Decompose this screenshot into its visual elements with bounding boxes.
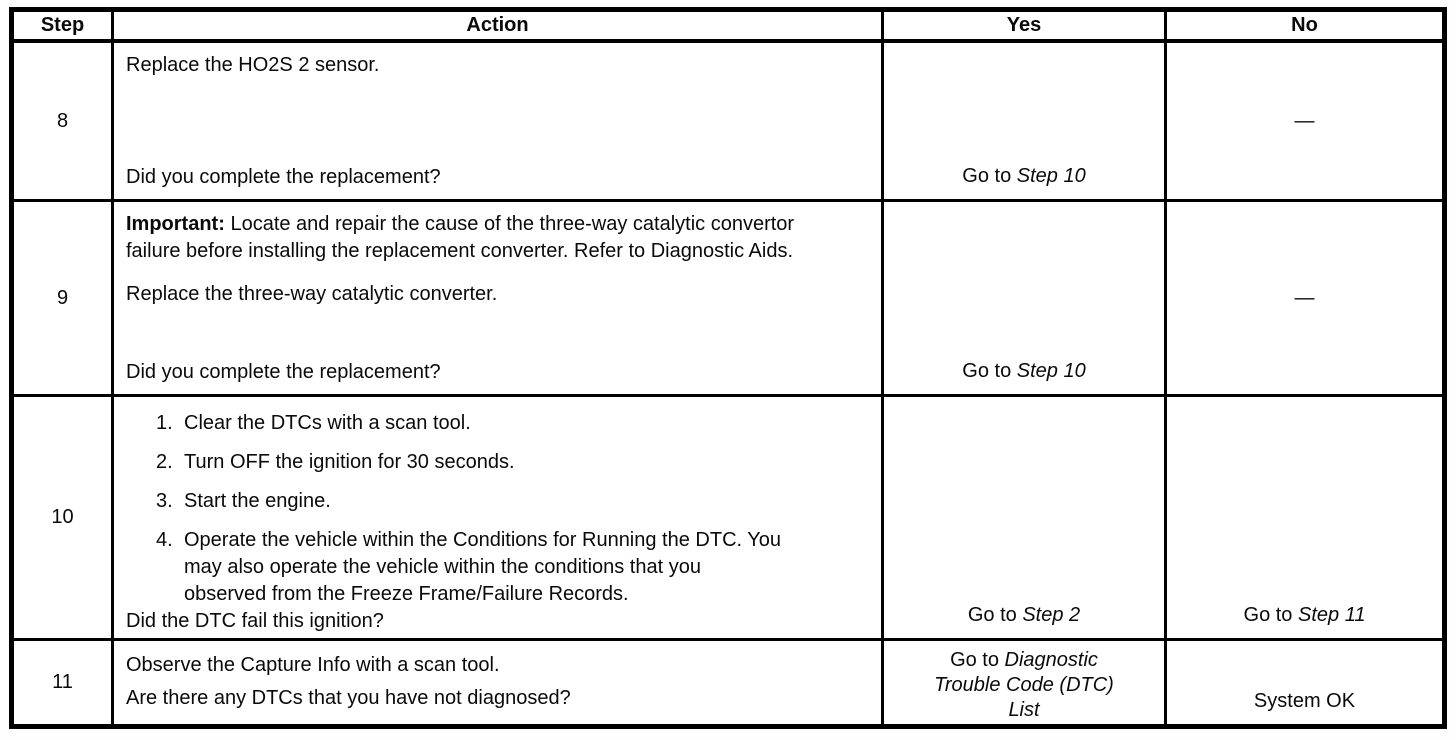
step-10-action: 1. Clear the DTCs with a scan tool. 2. Tur… [114,397,884,641]
step-9-yes: Go to Step 10 [884,202,1167,397]
list-text: Operate the vehicle within the Condition… [184,529,782,605]
step-number: 10 [51,506,74,528]
list-text: Turn OFF the ignition for 30 seconds. [184,451,515,473]
step-number: 11 [52,671,73,693]
step-11-no: System OK [1167,641,1442,724]
goto-prefix: Go to [967,604,1023,626]
action-question: Did the DTC fail this ignition? [126,610,384,632]
goto-text: Go to Step 10 [962,163,1085,190]
list-item-3: 3. Start the engine. [156,488,869,515]
goto-target: Step 10 [1016,165,1086,187]
step-8-no: — [1167,43,1442,202]
goto-target: Step 11 [1298,604,1366,626]
step-number: 8 [56,109,69,132]
header-action-label: Action [466,14,529,36]
goto-target: Step 10 [1016,360,1086,382]
step-11-action: Observe the Capture Info with a scan too… [114,641,884,724]
step-9-action: Important: Locate and repair the cause o… [114,202,884,397]
important-label: Important: [126,213,225,235]
goto-prefix: Go to [962,360,1017,382]
action-text: Replace the three-way catalytic converte… [126,283,498,305]
list-item-4: 4. Operate the vehicle within the Conditi… [156,527,869,608]
goto-text: Go to Diagnostic Trouble Code (DTC) List [929,648,1119,723]
header-step-label: Step [40,14,85,36]
list-number: 3. [156,490,173,512]
header-step: Step [14,12,114,43]
header-action: Action [114,12,884,43]
list-text: Start the engine. [184,490,331,512]
goto-prefix: Go to [950,649,1005,671]
important-text: Locate and repair the cause of the three… [126,213,795,262]
list-number: 2. [156,451,173,473]
header-yes: Yes [884,12,1167,43]
step-10-no: Go to Step 11 [1167,397,1442,641]
goto-prefix: Go to [962,165,1017,187]
goto-text: Go to Step 2 [968,602,1080,629]
action-question: Did you complete the replacement? [126,361,441,383]
step-10-number: 10 [14,397,114,641]
step-11-yes: Go to Diagnostic Trouble Code (DTC) List [884,641,1167,724]
header-no: No [1167,12,1442,43]
step-9-no: — [1167,202,1442,397]
list-number: 4. [156,529,173,551]
action-numbered-list: 1. Clear the DTCs with a scan tool. 2. Tur… [156,410,869,608]
action-question: Did you complete the replacement? [126,166,441,188]
goto-target: Diagnostic Trouble Code (DTC) List [934,649,1114,721]
action-important-paragraph: Important: Locate and repair the cause o… [126,211,841,265]
action-text: Observe the Capture Info with a scan too… [126,653,500,676]
goto-prefix: Go to [1243,604,1298,626]
action-question: Are there any DTCs that you have not dia… [126,686,571,709]
header-no-label: No [1291,14,1318,36]
diagnostic-steps-table: Step Action Yes No 8 Replace the HO2S 2 … [9,7,1447,729]
status-text: System OK [1253,690,1356,712]
list-number: 1. [156,412,173,434]
list-item-2: 2. Turn OFF the ignition for 30 seconds. [156,449,869,476]
goto-text: Go to Step 10 [962,358,1085,385]
step-9-number: 9 [14,202,114,397]
step-number: 9 [56,286,69,309]
step-8-number: 8 [14,43,114,202]
action-text: Replace the HO2S 2 sensor. [126,54,380,76]
goto-text: Go to Step 11 [1244,602,1366,629]
step-11-number: 11 [14,641,114,724]
goto-target: Step 2 [1022,604,1081,626]
step-10-yes: Go to Step 2 [884,397,1167,641]
list-item-1: 1. Clear the DTCs with a scan tool. [156,410,869,437]
dash: — [1294,109,1315,132]
list-text: Clear the DTCs with a scan tool. [184,412,471,434]
dash: — [1294,286,1315,309]
step-8-action: Replace the HO2S 2 sensor. Did you compl… [114,43,884,202]
header-yes-label: Yes [1006,14,1042,36]
step-8-yes: Go to Step 10 [884,43,1167,202]
